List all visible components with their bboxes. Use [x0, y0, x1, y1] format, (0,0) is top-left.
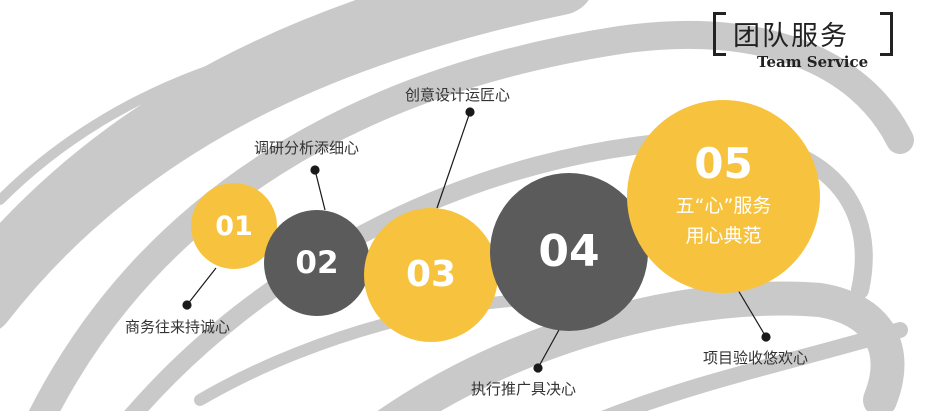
- title-english: Team Service: [757, 53, 869, 71]
- step-label-01: 商务往来持诚心: [125, 318, 231, 336]
- step-label-03: 创意设计运匠心: [405, 86, 511, 104]
- step-05-caption-line2: 用心典范: [685, 224, 762, 247]
- title-left-bracket: [713, 12, 726, 56]
- step-circle-05: 05 五“心”服务 用心典范: [627, 100, 820, 293]
- step-label-02: 调研分析添细心: [254, 139, 360, 157]
- step-number: 02: [295, 244, 339, 281]
- step-label-04: 执行推广具决心: [471, 380, 577, 398]
- step-number: 01: [215, 210, 253, 242]
- step-circle-03: 03: [364, 208, 498, 342]
- step-number: 03: [405, 254, 457, 295]
- step-number: 05: [694, 138, 753, 188]
- title-right-bracket: [880, 12, 893, 56]
- step-label-05: 项目验收悠欢心: [703, 349, 809, 367]
- step-circle-04: 04: [490, 173, 648, 331]
- title-chinese: 团队服务: [733, 21, 849, 52]
- step-circle-02: 02: [264, 210, 370, 316]
- step-05-caption: 五“心”服务 用心典范: [676, 191, 772, 251]
- step-circle-01: 01: [191, 183, 277, 269]
- step-number: 04: [538, 226, 600, 277]
- section-title: 团队服务 Team Service: [713, 12, 893, 84]
- step-05-caption-line1: 五“心”服务: [675, 194, 772, 217]
